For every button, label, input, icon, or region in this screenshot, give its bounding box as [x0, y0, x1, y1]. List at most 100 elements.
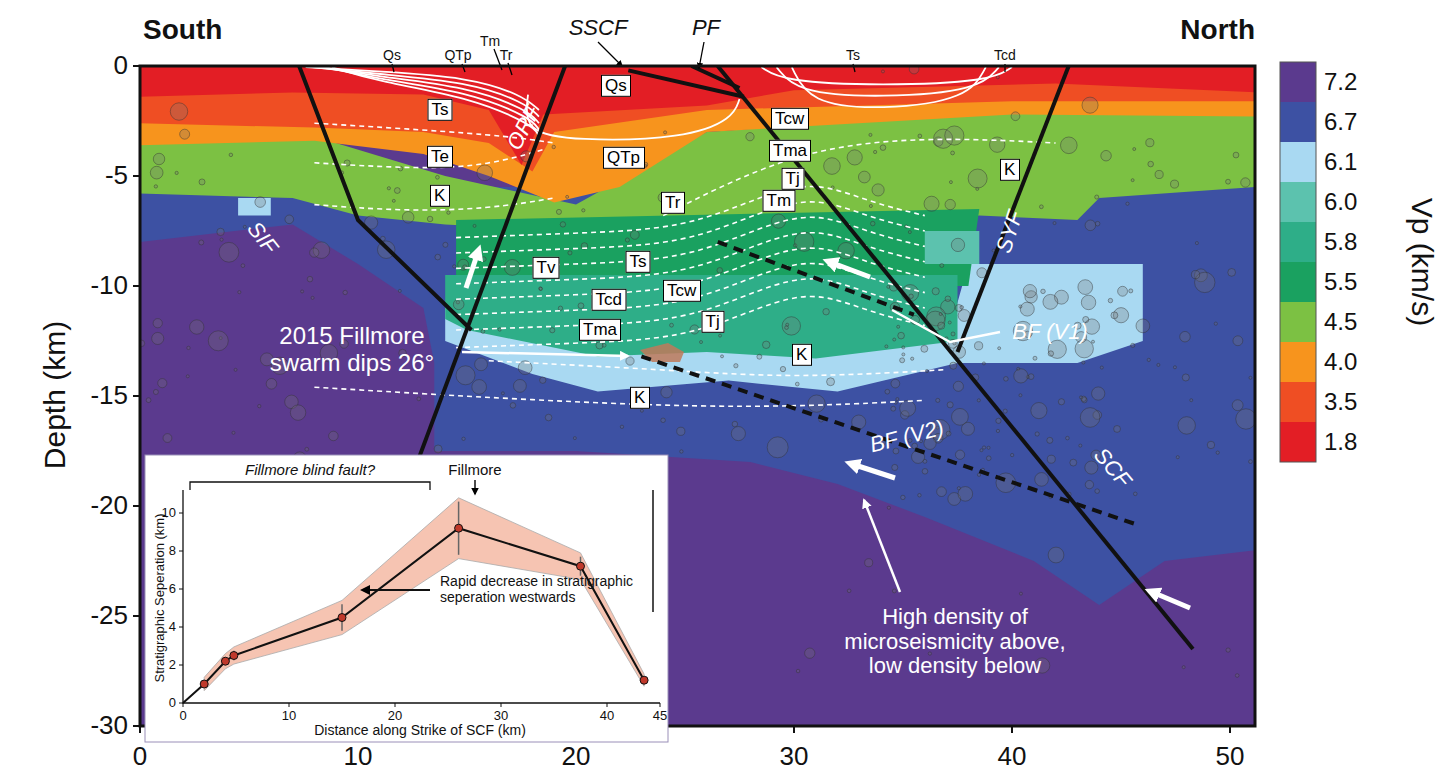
earthquake	[961, 422, 974, 435]
data-point	[577, 562, 585, 570]
separation-line	[183, 528, 644, 703]
tick-label: 0	[133, 742, 147, 771]
unit-box: Tma	[769, 140, 811, 162]
earthquake	[199, 240, 204, 245]
tick-label: 30	[780, 742, 809, 771]
earthquake	[795, 382, 799, 386]
earthquake	[896, 398, 899, 401]
earthquake	[940, 264, 944, 268]
earthquake	[891, 406, 896, 411]
unit-label: Te	[431, 147, 449, 166]
unit-label: Tj	[706, 312, 720, 331]
earthquake	[897, 325, 900, 328]
legend-swatch	[1280, 142, 1316, 182]
earthquake	[1092, 387, 1105, 400]
tick	[793, 726, 795, 733]
data-point	[221, 657, 229, 665]
earthquake	[902, 353, 905, 356]
earthquake	[1047, 455, 1055, 463]
earthquake	[1048, 351, 1053, 356]
earthquake	[982, 362, 985, 365]
legend-swatch	[1280, 342, 1316, 382]
earthquake	[238, 291, 241, 294]
earthquake	[153, 319, 162, 328]
earthquake	[1118, 286, 1128, 296]
earthquake	[1157, 363, 1160, 366]
earthquake	[1241, 178, 1250, 187]
earthquake	[918, 134, 922, 138]
axis-title: Depth (km)	[38, 321, 72, 469]
earthquake	[887, 285, 890, 288]
legend-swatch	[1280, 262, 1316, 302]
fault-name: SSCF	[569, 16, 628, 41]
earthquake	[986, 456, 991, 461]
tick-label: 40	[998, 742, 1027, 771]
earthquake	[217, 228, 224, 235]
earthquake	[945, 199, 955, 209]
inset-plot	[145, 455, 668, 742]
earthquake	[873, 150, 876, 153]
earthquake	[630, 230, 639, 239]
unit-box: QTp	[603, 147, 645, 169]
earthquake	[153, 153, 164, 164]
unit-box: Ts	[626, 251, 651, 273]
earthquake	[1003, 409, 1007, 413]
earthquake	[805, 648, 815, 658]
earthquake	[568, 251, 572, 255]
earthquake	[539, 287, 542, 290]
earthquake	[996, 418, 1001, 423]
horizon-dashed	[456, 186, 925, 237]
earthquake	[1019, 592, 1022, 595]
legend-swatch	[1280, 222, 1316, 262]
legend-swatch	[1280, 302, 1316, 342]
unit-label: Tma	[583, 320, 617, 339]
tick	[139, 726, 141, 733]
earthquake	[220, 238, 223, 241]
tick-label: 6	[169, 582, 176, 597]
horizon-dashed	[456, 217, 925, 268]
inset-annotation: Fillmore blind fault?	[245, 462, 375, 479]
horizon	[527, 95, 740, 140]
tick	[179, 665, 183, 666]
earthquake	[1091, 340, 1094, 343]
earthquake	[950, 362, 957, 369]
tick-label: 10	[162, 506, 176, 521]
axis-ticks	[133, 66, 1230, 733]
horizon	[312, 67, 539, 117]
tick-label: 2	[169, 658, 176, 673]
tick	[660, 703, 661, 707]
tick-label: 20	[388, 709, 402, 724]
earthquake	[1080, 408, 1100, 428]
scf-fault	[718, 66, 1193, 649]
earthquake	[343, 290, 347, 294]
bracket	[190, 482, 430, 490]
earthquake	[945, 296, 951, 302]
earthquake	[1171, 180, 1179, 188]
tick	[1229, 726, 1231, 733]
earthquake	[661, 387, 672, 398]
plot-frame	[140, 66, 1255, 726]
earthquake	[394, 188, 400, 194]
earthquake	[1146, 139, 1154, 147]
tick-label: 0	[169, 696, 176, 711]
earthquake	[690, 325, 699, 334]
earthquake	[680, 450, 683, 453]
unit-label: Tcd	[596, 290, 622, 309]
earthquake	[1176, 456, 1179, 459]
data-point	[200, 680, 208, 688]
earthquake	[1043, 294, 1058, 309]
earthquake	[1079, 444, 1082, 447]
leader-line	[462, 352, 628, 356]
earthquake	[1131, 179, 1134, 182]
unit-label: Tcd	[994, 48, 1016, 64]
earthquake	[566, 195, 569, 198]
tick-label: 20	[562, 742, 591, 771]
legend-swatch	[1280, 62, 1316, 102]
earthquake	[163, 434, 172, 443]
earthquake	[1085, 220, 1096, 231]
earthquake	[721, 355, 724, 358]
earthquake	[232, 431, 235, 434]
earthquake	[949, 181, 952, 184]
unit-box: Tcd	[592, 289, 627, 311]
